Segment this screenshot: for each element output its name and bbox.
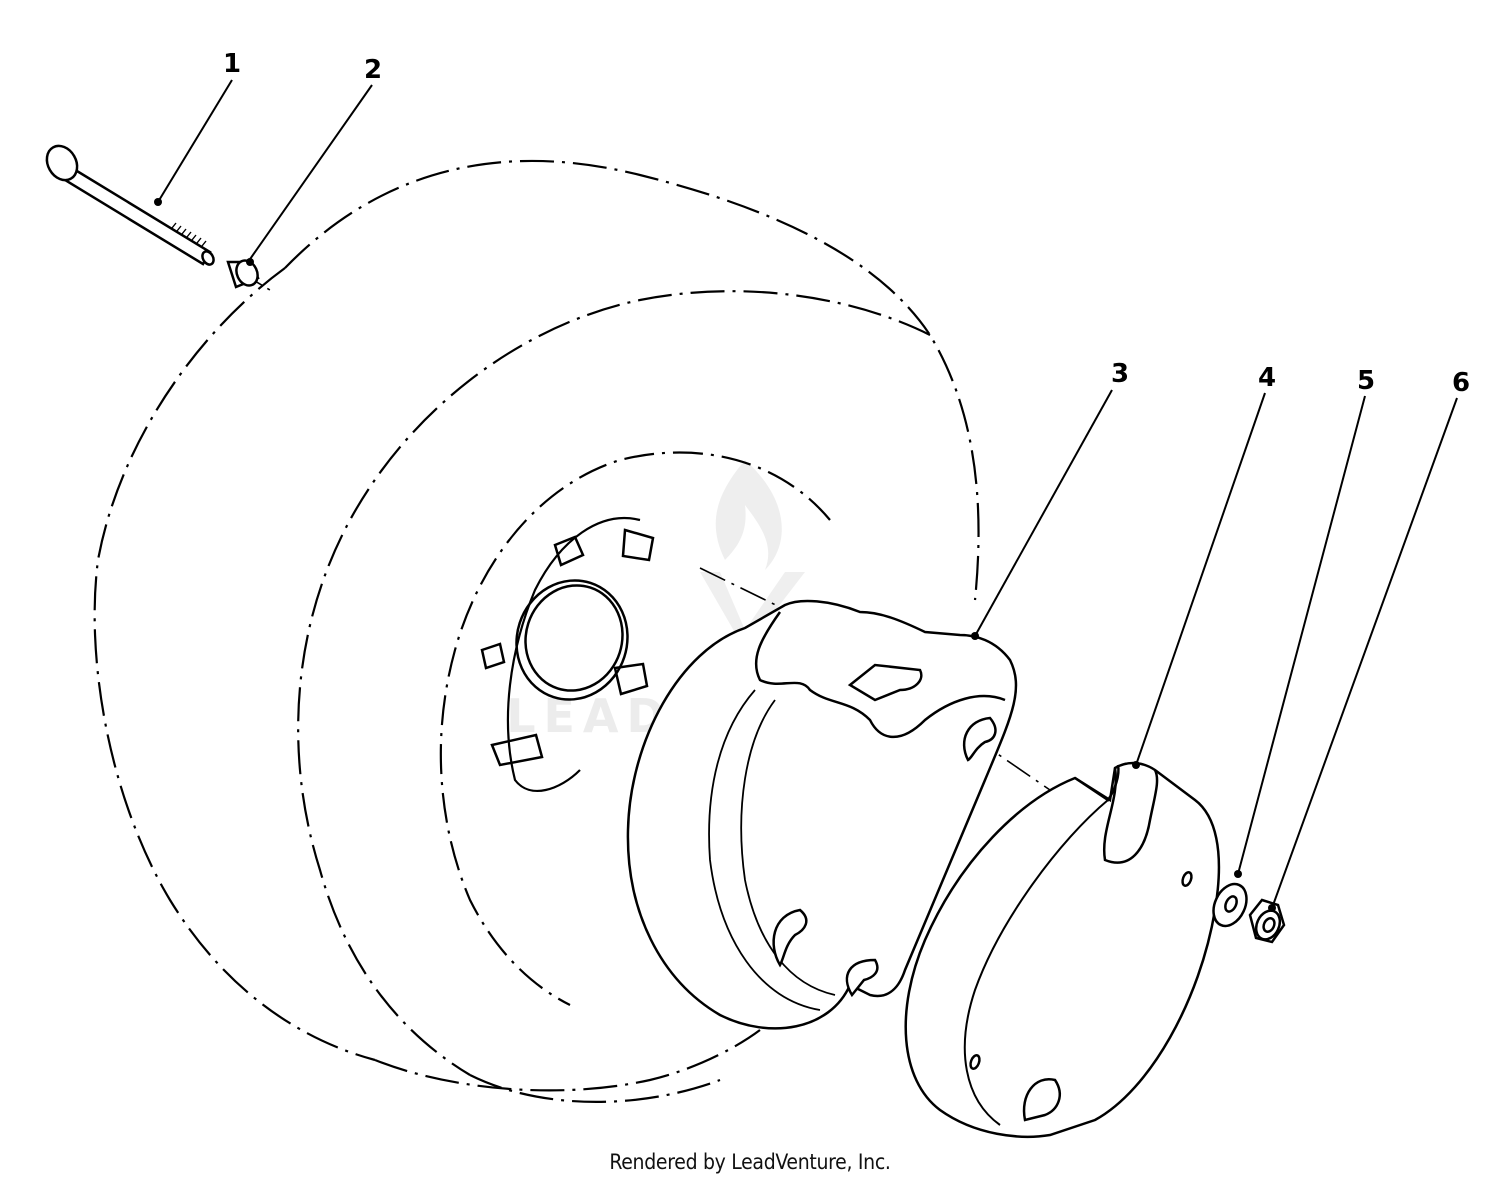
bolt-head [45,144,79,182]
weight-3-front-face [754,611,1006,739]
weight-3-rim-inner [740,699,836,996]
hub-cap-inner [524,584,624,692]
watermark-flame-icon [715,460,782,570]
centerline-wheel [699,567,791,613]
part-3-wheel-weight [626,599,1018,1030]
weight-4-front-edge [963,799,1109,1126]
leader-line-5 [1237,395,1366,875]
hub-cap-outer [515,579,629,701]
weight-4-slot [1102,767,1159,864]
wheel-hub [480,528,655,767]
weight-4-small-hole [969,1054,981,1070]
leader-line-6 [1271,397,1458,909]
hub-lug-5 [490,733,544,767]
part-4-wheel-weight [904,761,1221,1138]
leader-line-4 [1135,392,1266,766]
leader-line-2 [247,84,373,263]
callout-3: 3 [1111,359,1129,389]
part-2-spacer [226,259,260,289]
watermark-v-icon [700,572,805,650]
washer-hole [1224,895,1238,913]
leader-dot-1 [154,198,162,206]
weight-3-slot [847,663,923,702]
leader-dots [154,198,1276,912]
tire-outer-left [93,267,376,1062]
tire-bottom-inner [469,1074,721,1104]
tire-bottom [374,1029,761,1092]
weight-3-hole-3 [845,958,879,998]
nut-hole [1262,917,1276,933]
tire [93,159,980,1104]
weight-3-hole-2 [772,908,808,968]
hub-lug-4 [613,662,649,696]
bolt-shank [63,166,212,266]
callout-1: 1 [223,49,241,79]
callout-4: 4 [1258,363,1276,393]
weight-3-rim-edge [708,689,821,1011]
bolt-end [201,250,215,266]
leader-dot-2 [246,258,254,266]
weight-3-hole-1 [962,716,997,762]
part-5-washer [1212,882,1248,928]
weight-4-bolt-hole [1181,871,1193,887]
leader-dot-3 [971,632,979,640]
leader-line-1 [157,79,233,203]
hub-lug-2 [621,528,655,562]
leader-dot-5 [1234,870,1242,878]
footer-credit: Rendered by LeadVenture, Inc. [609,1150,891,1174]
hub-lug-1 [553,535,585,567]
callout-2: 2 [364,55,382,85]
leader-lines [157,79,1458,909]
weight-4-outer [904,761,1221,1138]
callout-labels: 1 2 3 4 5 6 [223,49,1470,398]
hub-lug-3 [480,642,506,670]
callout-5: 5 [1357,366,1375,396]
bolt-thread [171,222,207,247]
part-1-bolt [45,144,215,266]
leader-dot-6 [1268,904,1276,912]
rim-inner [506,517,641,792]
leader-line-3 [974,389,1113,637]
rim-outline [439,451,831,1006]
tire-outer-edge [284,159,980,601]
leader-dot-4 [1132,761,1140,769]
weight-4-bottom-notch [1022,1077,1061,1122]
part-6-nut [1248,898,1286,944]
spacer-face [235,259,259,287]
callout-6: 6 [1452,368,1470,398]
